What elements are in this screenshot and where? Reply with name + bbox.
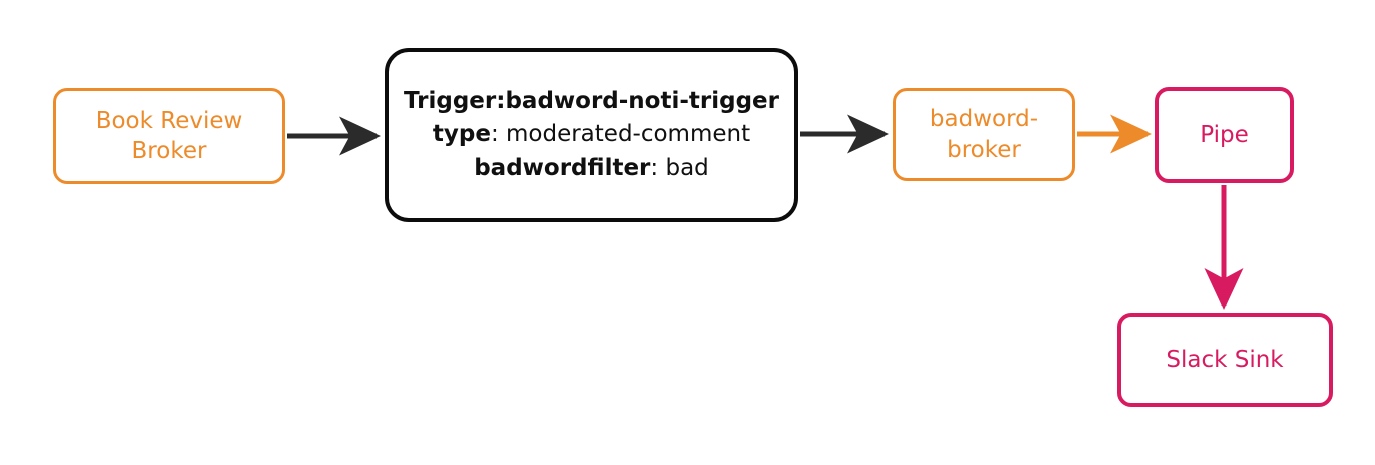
node-badword-broker-label: badword- broker <box>929 106 1039 163</box>
node-slack-sink[interactable]: Slack Sink <box>1117 313 1333 407</box>
node-pipe[interactable]: Pipe <box>1155 87 1294 183</box>
node-trigger-type-label: type <box>432 121 491 148</box>
node-book-review-broker[interactable]: Book Review Broker <box>53 88 285 184</box>
node-trigger-line-badwordfilter: badwordfilter: bad <box>474 152 709 186</box>
node-trigger-line-name: Trigger:badword-noti-trigger <box>404 85 779 119</box>
node-trigger-type-value: : moderated-comment <box>490 121 751 148</box>
node-trigger-name-label: Trigger: <box>403 87 506 114</box>
node-trigger-line-type: type: moderated-comment <box>433 118 750 152</box>
node-slack-sink-label: Slack Sink <box>1166 346 1284 373</box>
node-trigger[interactable]: Trigger:badword-noti-trigger type: moder… <box>385 48 798 222</box>
node-book-review-broker-label: Book Review Broker <box>95 107 243 164</box>
node-badword-broker[interactable]: badword- broker <box>893 88 1075 181</box>
node-trigger-name-value: badword-noti-trigger <box>505 87 779 114</box>
node-trigger-badwordfilter-label: badwordfilter <box>474 154 651 181</box>
node-trigger-badwordfilter-value: : bad <box>650 154 709 181</box>
node-pipe-label: Pipe <box>1200 121 1249 148</box>
